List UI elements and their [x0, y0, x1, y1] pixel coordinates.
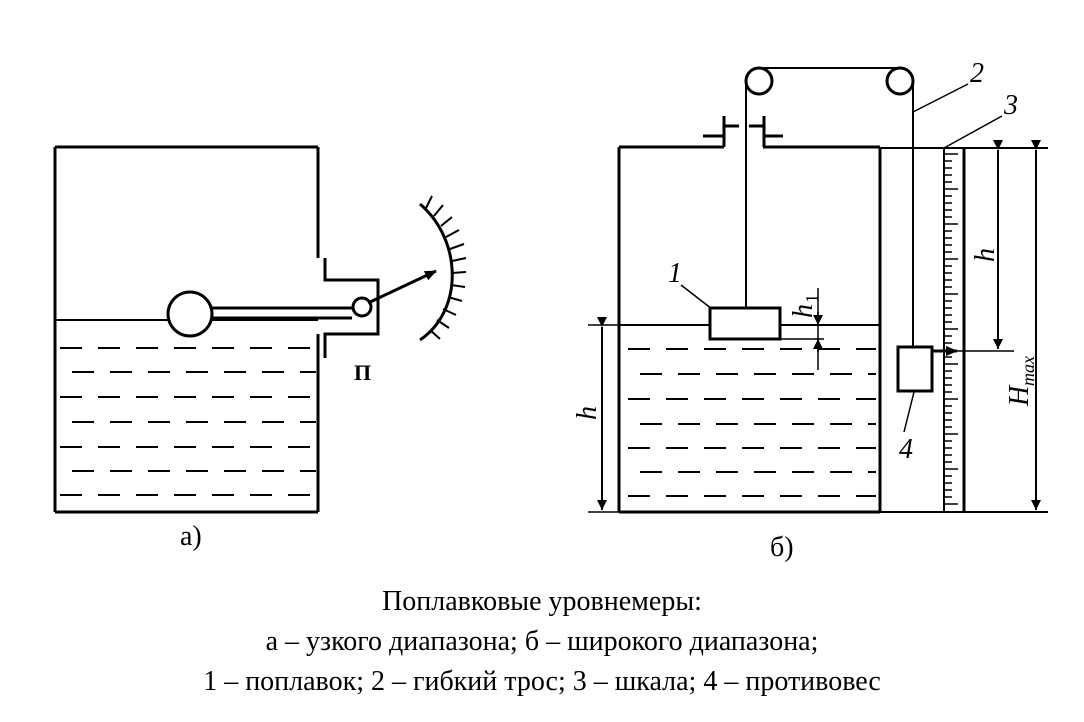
callout-2: 2: [970, 58, 984, 89]
scale-ticks: [944, 153, 958, 505]
liquid-dashes-a: [60, 347, 316, 496]
label-h1: h 1: [788, 294, 822, 318]
callout-1: 1: [668, 258, 682, 289]
float-b: [708, 306, 782, 341]
label-scale-h: h: [970, 248, 1001, 262]
scale-b: [880, 147, 1048, 513]
tank-a: [53, 145, 320, 514]
pivot-circle: [351, 296, 373, 318]
caption-title: Поплавковые уровнемеры:: [382, 586, 702, 617]
liquid-dashes-b: [628, 348, 876, 497]
dial-ticks: [425, 195, 467, 340]
callout-4: 4: [899, 434, 913, 465]
pulley-left: [744, 66, 774, 96]
panel-a: [53, 145, 467, 514]
caption-line-3: 1 – поплавок; 2 – гибкий трос; 3 – шкала…: [203, 666, 881, 697]
pulley-right: [885, 66, 915, 96]
pulleys: [744, 66, 915, 96]
panel-b-label: б): [770, 532, 794, 563]
label-level-h: h: [572, 406, 603, 420]
sensor-letter: П: [354, 360, 371, 385]
panel-a-label: а): [180, 521, 202, 552]
flexible-cable: [745, 67, 914, 347]
svg-text:h: h: [788, 304, 819, 318]
label-hmax: H max: [1004, 356, 1038, 407]
tank-b: [617, 145, 882, 514]
pointer-arrow: [367, 269, 437, 305]
callout-3: 3: [1003, 90, 1018, 121]
panel-b: [588, 66, 1048, 514]
counterweight: [896, 345, 934, 393]
float-rod-a: [212, 306, 352, 320]
svg-text:max: max: [1018, 356, 1038, 386]
svg-text:1: 1: [802, 294, 822, 303]
float-ball-a: [166, 290, 214, 338]
callout-leaders: [680, 83, 1003, 433]
caption-line-2: а – узкого диапазона; б – широкого диапа…: [265, 626, 819, 657]
sensor-housing: [323, 258, 380, 358]
svg-text:H: H: [1004, 384, 1035, 407]
cable-gland: [703, 116, 783, 147]
dial-scale-arc: [419, 202, 454, 342]
